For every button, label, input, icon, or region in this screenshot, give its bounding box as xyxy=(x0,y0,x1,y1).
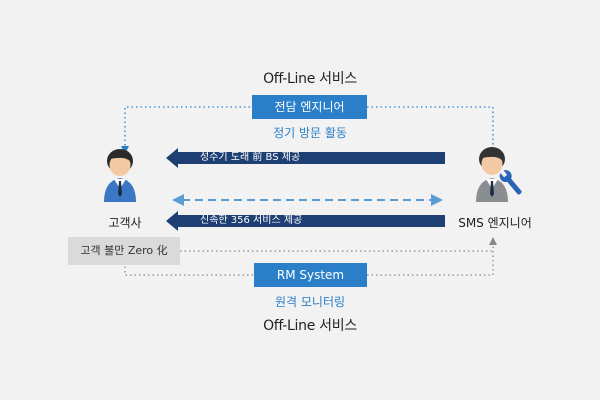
lower-arrow-shape xyxy=(166,211,445,231)
businessman-icon xyxy=(104,149,136,202)
bottom-sub-label: 원격 모니터링 xyxy=(274,295,346,309)
upper-arrow-label: 성수기 도래 前 BS 제공 xyxy=(200,152,301,163)
dashed-arrowhead-left xyxy=(172,194,184,206)
upper-arrow-shape xyxy=(166,148,445,168)
top-title: Off-Line 서비스 xyxy=(263,71,357,87)
dashed-arrowhead-right xyxy=(431,194,443,206)
engineer-with-wrench-icon xyxy=(476,147,522,202)
lower-arrow-label: 신속한 356 서비스 제공 xyxy=(200,215,303,226)
sms-engineer-label: SMS 엔지니어 xyxy=(458,216,532,230)
top-dotted-connector xyxy=(124,106,252,150)
top-engineer-box: 전담 엔지니어 xyxy=(252,95,367,119)
top-dotted-connector-right xyxy=(367,106,494,145)
bottom-title: Off-Line 서비스 xyxy=(263,318,357,334)
bottom-dotted-connector xyxy=(124,262,254,276)
customer-label: 고객사 xyxy=(108,216,142,230)
top-sub-label: 정기 방문 활동 xyxy=(273,126,347,140)
customer-note-box: 고객 불만 Zero 化 xyxy=(68,237,180,265)
bottom-dotted-arrowhead xyxy=(489,237,497,245)
bottom-dotted-connector-right xyxy=(367,243,494,276)
rm-system-box: RM System xyxy=(254,263,367,287)
